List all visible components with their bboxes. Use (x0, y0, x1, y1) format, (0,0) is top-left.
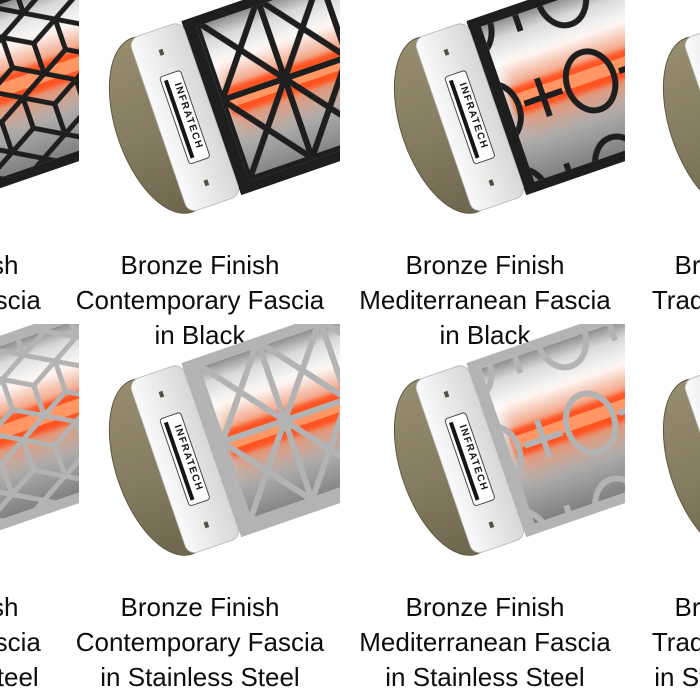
product-image[interactable]: INFRATECH (60, 0, 340, 222)
product-title-line: in Black (154, 320, 246, 350)
product-tile: INFRATECH Bronze Finish Contemporary Fas… (60, 324, 340, 695)
product-title[interactable]: Bronze Finish Mediterranean Fascia in St… (345, 590, 625, 695)
heater-endcap (662, 36, 700, 214)
product-tile: INFRATECH Bronze Finish Contemporary Fas… (60, 0, 340, 353)
product-tile: INFRATECH Bronze Finish Mediterranean Fa… (345, 324, 625, 695)
faceplate-screw-bottom (488, 521, 495, 529)
product-title[interactable]: Bronze Finish Traditional Fascia in Blac… (614, 248, 700, 353)
product-title-line: Bronze Finish (405, 250, 565, 280)
fascia-end-band (467, 19, 537, 194)
faceplate-screw-top (158, 390, 165, 398)
product-title[interactable]: Bronze Finish Traditional Fascia in Stai… (614, 590, 700, 695)
product-image[interactable]: INFRATECH (614, 324, 700, 564)
fascia-lattice (195, 324, 340, 524)
product-title-line: Bronze Finish (120, 592, 280, 622)
product-title-line: Mediterranean Fascia (359, 627, 611, 657)
product-title-line: Craftsman Fascia (0, 285, 41, 315)
faceplate-screw-top (443, 48, 450, 56)
product-image[interactable]: INFRATECH (614, 0, 700, 222)
product-title-line: Bronze Finish (674, 250, 700, 280)
product-title[interactable]: Bronze Finish Craftsman Fascia in Stainl… (0, 590, 79, 695)
fascia-end-band (182, 19, 252, 194)
product-title[interactable]: Bronze Finish Contemporary Fascia in Sta… (60, 590, 340, 695)
label-bar (163, 421, 195, 501)
label-bar (163, 79, 195, 159)
product-title[interactable]: Bronze Finish Contemporary Fascia in Bla… (60, 248, 340, 353)
product-title-line: Craftsman Fascia (0, 627, 41, 657)
product-image[interactable]: INFRATECH (0, 0, 79, 222)
product-tile: INFRATECH Bronze Finish Mediterranean Fa… (345, 0, 625, 353)
product-title-line: Bronze Finish (0, 592, 19, 622)
fascia-lattice (480, 324, 625, 524)
fascia-lattice (480, 0, 625, 182)
fascia-end-band (182, 361, 252, 536)
product-title-line: Mediterranean Fascia (359, 285, 611, 315)
heater-endcap (662, 378, 700, 556)
product-title-line: in Stainless Steel (0, 662, 39, 692)
product-tile: INFRATECH Bronze Finish Traditional Fasc… (614, 324, 700, 695)
product-title-line: Bronze Finish (674, 592, 700, 622)
fascia-top-rail (0, 324, 79, 373)
fascia-end-band (467, 361, 537, 536)
fascia-lattice (0, 324, 79, 524)
product-title[interactable]: Bronze Finish Mediterranean Fascia in Bl… (345, 248, 625, 353)
heater-render: INFRATECH (393, 324, 625, 556)
fascia-lattice (195, 0, 340, 182)
product-title-line: Bronze Finish (405, 592, 565, 622)
product-tile: INFRATECH Bronze Finish Craftsman Fascia… (0, 0, 79, 353)
product-title-line: in Stainless Steel (654, 662, 700, 692)
fascia-top-rail (181, 324, 340, 373)
product-title-line: Contemporary Fascia (75, 627, 325, 657)
product-image[interactable]: INFRATECH (345, 324, 625, 564)
heater-render: INFRATECH (393, 0, 625, 214)
heater-render: INFRATECH (108, 324, 340, 556)
heater-render: INFRATECH (0, 324, 79, 538)
faceplate-screw-bottom (488, 179, 495, 187)
product-title-line: Traditional Fascia (651, 627, 700, 657)
heater-render: INFRATECH (662, 365, 700, 556)
faceplate-screw-bottom (203, 179, 210, 187)
product-tile: INFRATECH Bronze Finish Craftsman Fascia… (0, 324, 79, 695)
faceplate-screw-top (443, 390, 450, 398)
heater-render: INFRATECH (0, 0, 79, 196)
faceplate-screw-top (158, 48, 165, 56)
faceplate-screw-bottom (203, 521, 210, 529)
product-title-line: in Stainless Steel (385, 662, 585, 692)
product-title-line: Traditional Fascia (651, 285, 700, 315)
product-tile: INFRATECH Bronze Finish Traditional Fasc… (614, 0, 700, 353)
fascia-lattice (0, 0, 79, 182)
product-title-line: in Black (439, 320, 531, 350)
product-title[interactable]: Bronze Finish Craftsman Fascia in Black (0, 248, 79, 353)
product-image[interactable]: INFRATECH (0, 324, 79, 564)
product-title-line: Bronze Finish (120, 250, 280, 280)
product-title-line: Contemporary Fascia (75, 285, 325, 315)
product-title-line: Bronze Finish (0, 250, 19, 280)
heater-render: INFRATECH (108, 0, 340, 214)
label-bar (448, 421, 480, 501)
product-title-line: in Stainless Steel (100, 662, 300, 692)
label-bar (448, 79, 480, 159)
product-image[interactable]: INFRATECH (345, 0, 625, 222)
product-image[interactable]: INFRATECH (60, 324, 340, 564)
fascia-top-rail (466, 324, 625, 373)
heater-render: INFRATECH (662, 23, 700, 214)
